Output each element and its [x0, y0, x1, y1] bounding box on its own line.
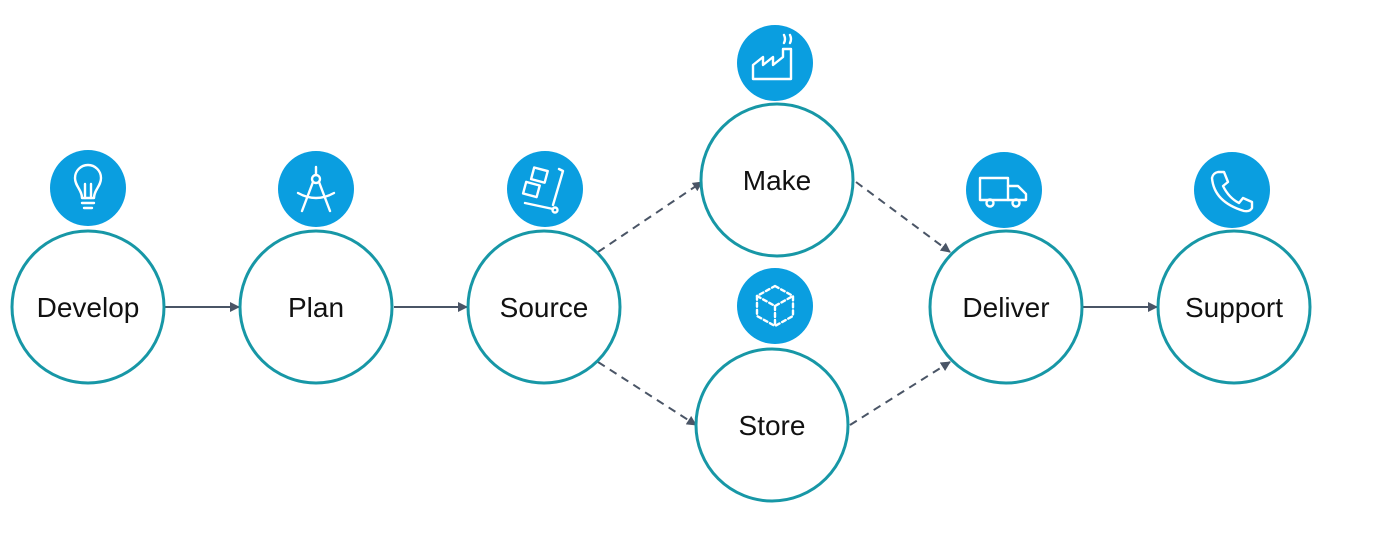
node-circle — [238, 229, 394, 385]
edge-source-store — [597, 361, 697, 426]
node-label: Source — [500, 292, 589, 323]
node-store: Store — [694, 268, 850, 503]
factory-icon — [737, 25, 813, 101]
edge-source-make — [597, 181, 703, 253]
node-support: Support — [1156, 152, 1312, 385]
compass-icon — [278, 151, 354, 227]
node-label: Deliver — [962, 292, 1049, 323]
truck-icon — [966, 152, 1042, 228]
edge-store-deliver — [849, 361, 951, 426]
box-icon — [737, 268, 813, 344]
node-label: Plan — [288, 292, 344, 323]
node-label: Support — [1185, 292, 1283, 323]
lightbulb-icon — [50, 150, 126, 226]
node-source: Source — [466, 151, 622, 385]
node-make: Make — [699, 25, 855, 258]
node-label: Make — [743, 165, 811, 196]
node-plan: Plan — [238, 151, 394, 385]
node-circle — [928, 229, 1084, 385]
edges — [165, 181, 1158, 426]
node-label: Develop — [37, 292, 140, 323]
hand-truck-icon — [507, 151, 583, 227]
node-label: Store — [739, 410, 806, 441]
node-deliver: Deliver — [928, 152, 1084, 385]
node-circle — [694, 347, 850, 503]
node-circle — [1156, 229, 1312, 385]
node-circle — [466, 229, 622, 385]
node-circle — [699, 102, 855, 258]
phone-icon — [1194, 152, 1270, 228]
edge-make-deliver — [855, 181, 951, 253]
node-develop: Develop — [10, 150, 166, 385]
node-circle — [10, 229, 166, 385]
